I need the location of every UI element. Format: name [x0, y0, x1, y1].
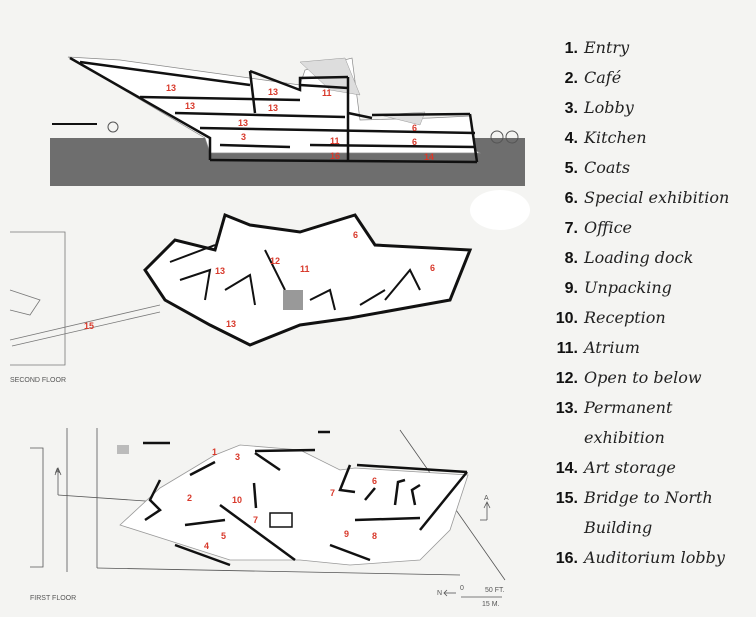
legend-item: 7. Office: [540, 218, 750, 248]
legend-number: 5.: [564, 160, 578, 177]
legend-item: 14. Art storage: [540, 458, 750, 488]
room-label: 11: [322, 88, 332, 98]
legend-text: Unpacking: [584, 278, 672, 297]
room-label: 6: [372, 476, 377, 486]
room-label: 4: [204, 541, 209, 551]
legend-item: 11. Atrium: [540, 338, 750, 368]
legend-item: 13. Permanent: [540, 398, 750, 428]
first-floor-plan: 1 3 2 10 7 7 6 5 4 9 8 A A FIRST FLOOR N…: [30, 428, 506, 608]
room-label: 13: [238, 118, 248, 128]
legend-number: 16.: [555, 550, 578, 567]
room-label: 15: [84, 321, 94, 331]
legend-number: 1.: [564, 40, 578, 57]
legend-item: 9. Unpacking: [540, 278, 750, 308]
legend-item-continued: exhibition: [540, 428, 750, 458]
legend-text: Entry: [584, 38, 630, 57]
room-label: 13: [268, 103, 278, 113]
north-label: N: [437, 590, 442, 597]
first-floor-caption: FIRST FLOOR: [30, 595, 76, 602]
room-label: 16: [330, 151, 340, 161]
legend-text: Café: [584, 68, 622, 87]
legend-text: Building: [584, 518, 653, 537]
legend-text: Reception: [584, 308, 666, 327]
legend-item: 6. Special exhibition: [540, 188, 750, 218]
legend-text: Lobby: [584, 98, 634, 117]
legend-number: 13.: [555, 400, 578, 417]
scale-ft: 50 FT.: [485, 587, 505, 594]
legend: 1. Entry 2. Café 3. Lobby 4. Kitchen 5. Coats 6. Sp…: [540, 38, 750, 578]
room-label: 7: [253, 515, 258, 525]
room-label: 11: [300, 264, 310, 274]
legend-text: Open to below: [584, 368, 702, 387]
legend-text: Art storage: [584, 458, 676, 477]
legend-number: 8.: [564, 250, 578, 267]
section-marker-left: A: [55, 468, 60, 475]
legend-text: Loading dock: [584, 248, 694, 267]
room-label: 5: [221, 531, 226, 541]
legend-item-continued: Building: [540, 518, 750, 548]
paper-highlight: [470, 190, 530, 230]
building-section: 13 13 13 13 13 3 11 11 16 6 6 14: [50, 56, 525, 186]
legend-item: 12. Open to below: [540, 368, 750, 398]
legend-text: Office: [584, 218, 632, 237]
legend-text: Auditorium lobby: [584, 548, 725, 567]
legend-text: Kitchen: [584, 128, 647, 147]
legend-text: Special exhibition: [584, 188, 730, 207]
room-label: 6: [412, 123, 417, 133]
legend-item: 15. Bridge to North: [540, 488, 750, 518]
room-label: 1: [212, 447, 217, 457]
legend-number: 10.: [555, 310, 578, 327]
legend-number: 11.: [556, 340, 578, 357]
legend-number: 4.: [564, 130, 578, 147]
legend-number: 3.: [564, 100, 578, 117]
room-label: 13: [185, 101, 195, 111]
room-label: 7: [330, 488, 335, 498]
legend-text: Permanent: [584, 398, 673, 417]
legend-number: 7.: [564, 220, 578, 237]
second-floor-plan: 6 6 12 11 13 13 15 SECOND FLOOR: [9, 212, 473, 384]
legend-number: 12.: [555, 370, 578, 387]
legend-text: Atrium: [584, 338, 640, 357]
legend-number: 15.: [555, 490, 578, 507]
legend-number: 2.: [564, 70, 578, 87]
legend-text: exhibition: [584, 428, 665, 447]
room-label: 6: [353, 230, 358, 240]
legend-item: 5. Coats: [540, 158, 750, 188]
scale-m: 15 M.: [482, 601, 500, 608]
room-label: 11: [330, 136, 340, 146]
legend-number: 14.: [555, 460, 578, 477]
room-label: 2: [187, 493, 192, 503]
legend-text: Coats: [584, 158, 631, 177]
section-marker-right: A: [484, 495, 489, 502]
second-floor-caption: SECOND FLOOR: [10, 377, 66, 384]
legend-item: 16. Auditorium lobby: [540, 548, 750, 578]
legend-item: 4. Kitchen: [540, 128, 750, 158]
room-label: 13: [226, 319, 236, 329]
legend-item: 8. Loading dock: [540, 248, 750, 278]
legend-item: 2. Café: [540, 68, 750, 98]
room-label: 3: [241, 132, 246, 142]
legend-number: 6.: [564, 190, 578, 207]
room-label: 13: [268, 87, 278, 97]
legend-item: 1. Entry: [540, 38, 750, 68]
scale-zero: 0: [460, 585, 464, 592]
room-label: 13: [166, 83, 176, 93]
room-label: 9: [344, 529, 349, 539]
room-label: 6: [412, 137, 417, 147]
legend-text: Bridge to North: [584, 488, 713, 507]
legend-number: 9.: [564, 280, 578, 297]
room-label: 3: [235, 452, 240, 462]
room-label: 6: [430, 263, 435, 273]
room-label: 10: [232, 495, 242, 505]
room-label: 8: [372, 531, 377, 541]
room-label: 14: [424, 152, 434, 162]
room-label: 12: [270, 256, 280, 266]
legend-item: 3. Lobby: [540, 98, 750, 128]
room-label: 13: [215, 266, 225, 276]
legend-item: 10. Reception: [540, 308, 750, 338]
